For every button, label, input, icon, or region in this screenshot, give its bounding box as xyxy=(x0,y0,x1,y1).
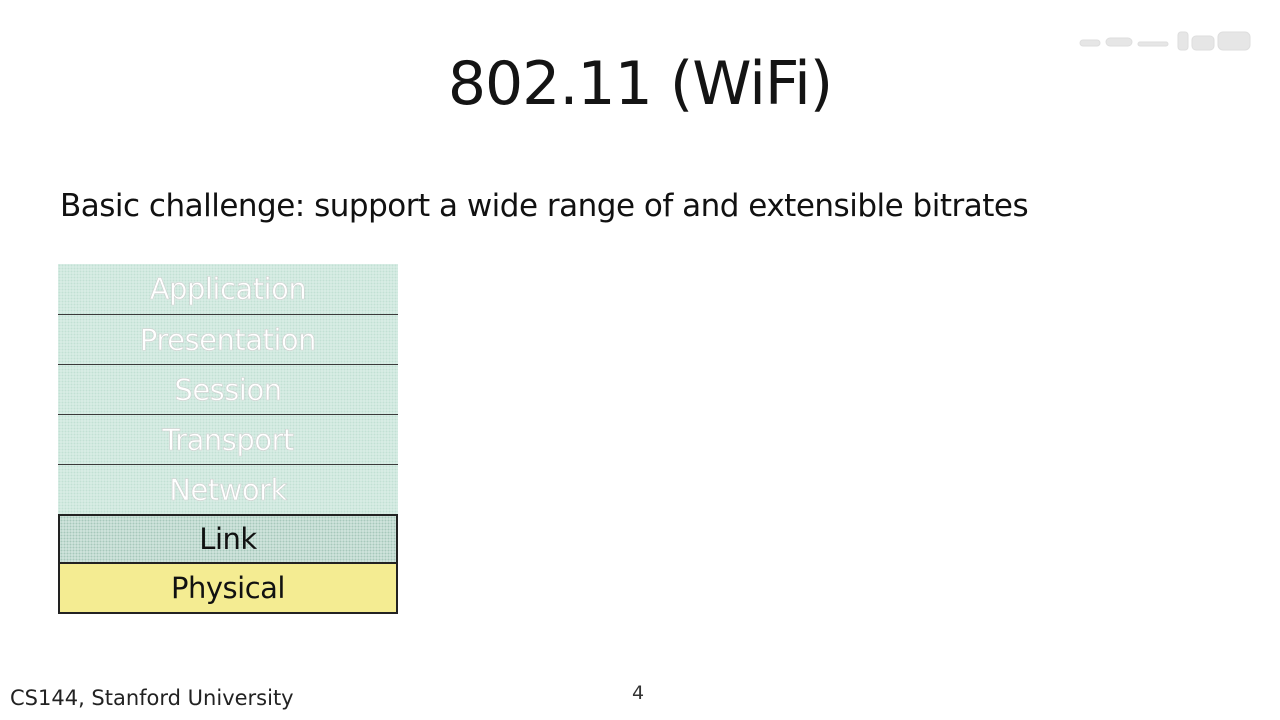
osi-layer-stack: Application Presentation Session Transpo… xyxy=(58,264,398,614)
layer-session: Session xyxy=(58,364,398,414)
watermark-logo xyxy=(1079,31,1251,51)
page-number: 4 xyxy=(632,682,645,704)
layer-network: Network xyxy=(58,464,398,514)
layer-link: Link xyxy=(58,514,398,564)
layer-presentation: Presentation xyxy=(58,314,398,364)
slide-title: 802.11 (WiFi) xyxy=(447,49,833,119)
layer-application: Application xyxy=(58,264,398,314)
footer-course-label: CS144, Stanford University xyxy=(10,686,294,710)
layer-transport: Transport xyxy=(58,414,398,464)
layer-physical: Physical xyxy=(58,564,398,614)
slide-subtitle: Basic challenge: support a wide range of… xyxy=(60,188,1029,224)
